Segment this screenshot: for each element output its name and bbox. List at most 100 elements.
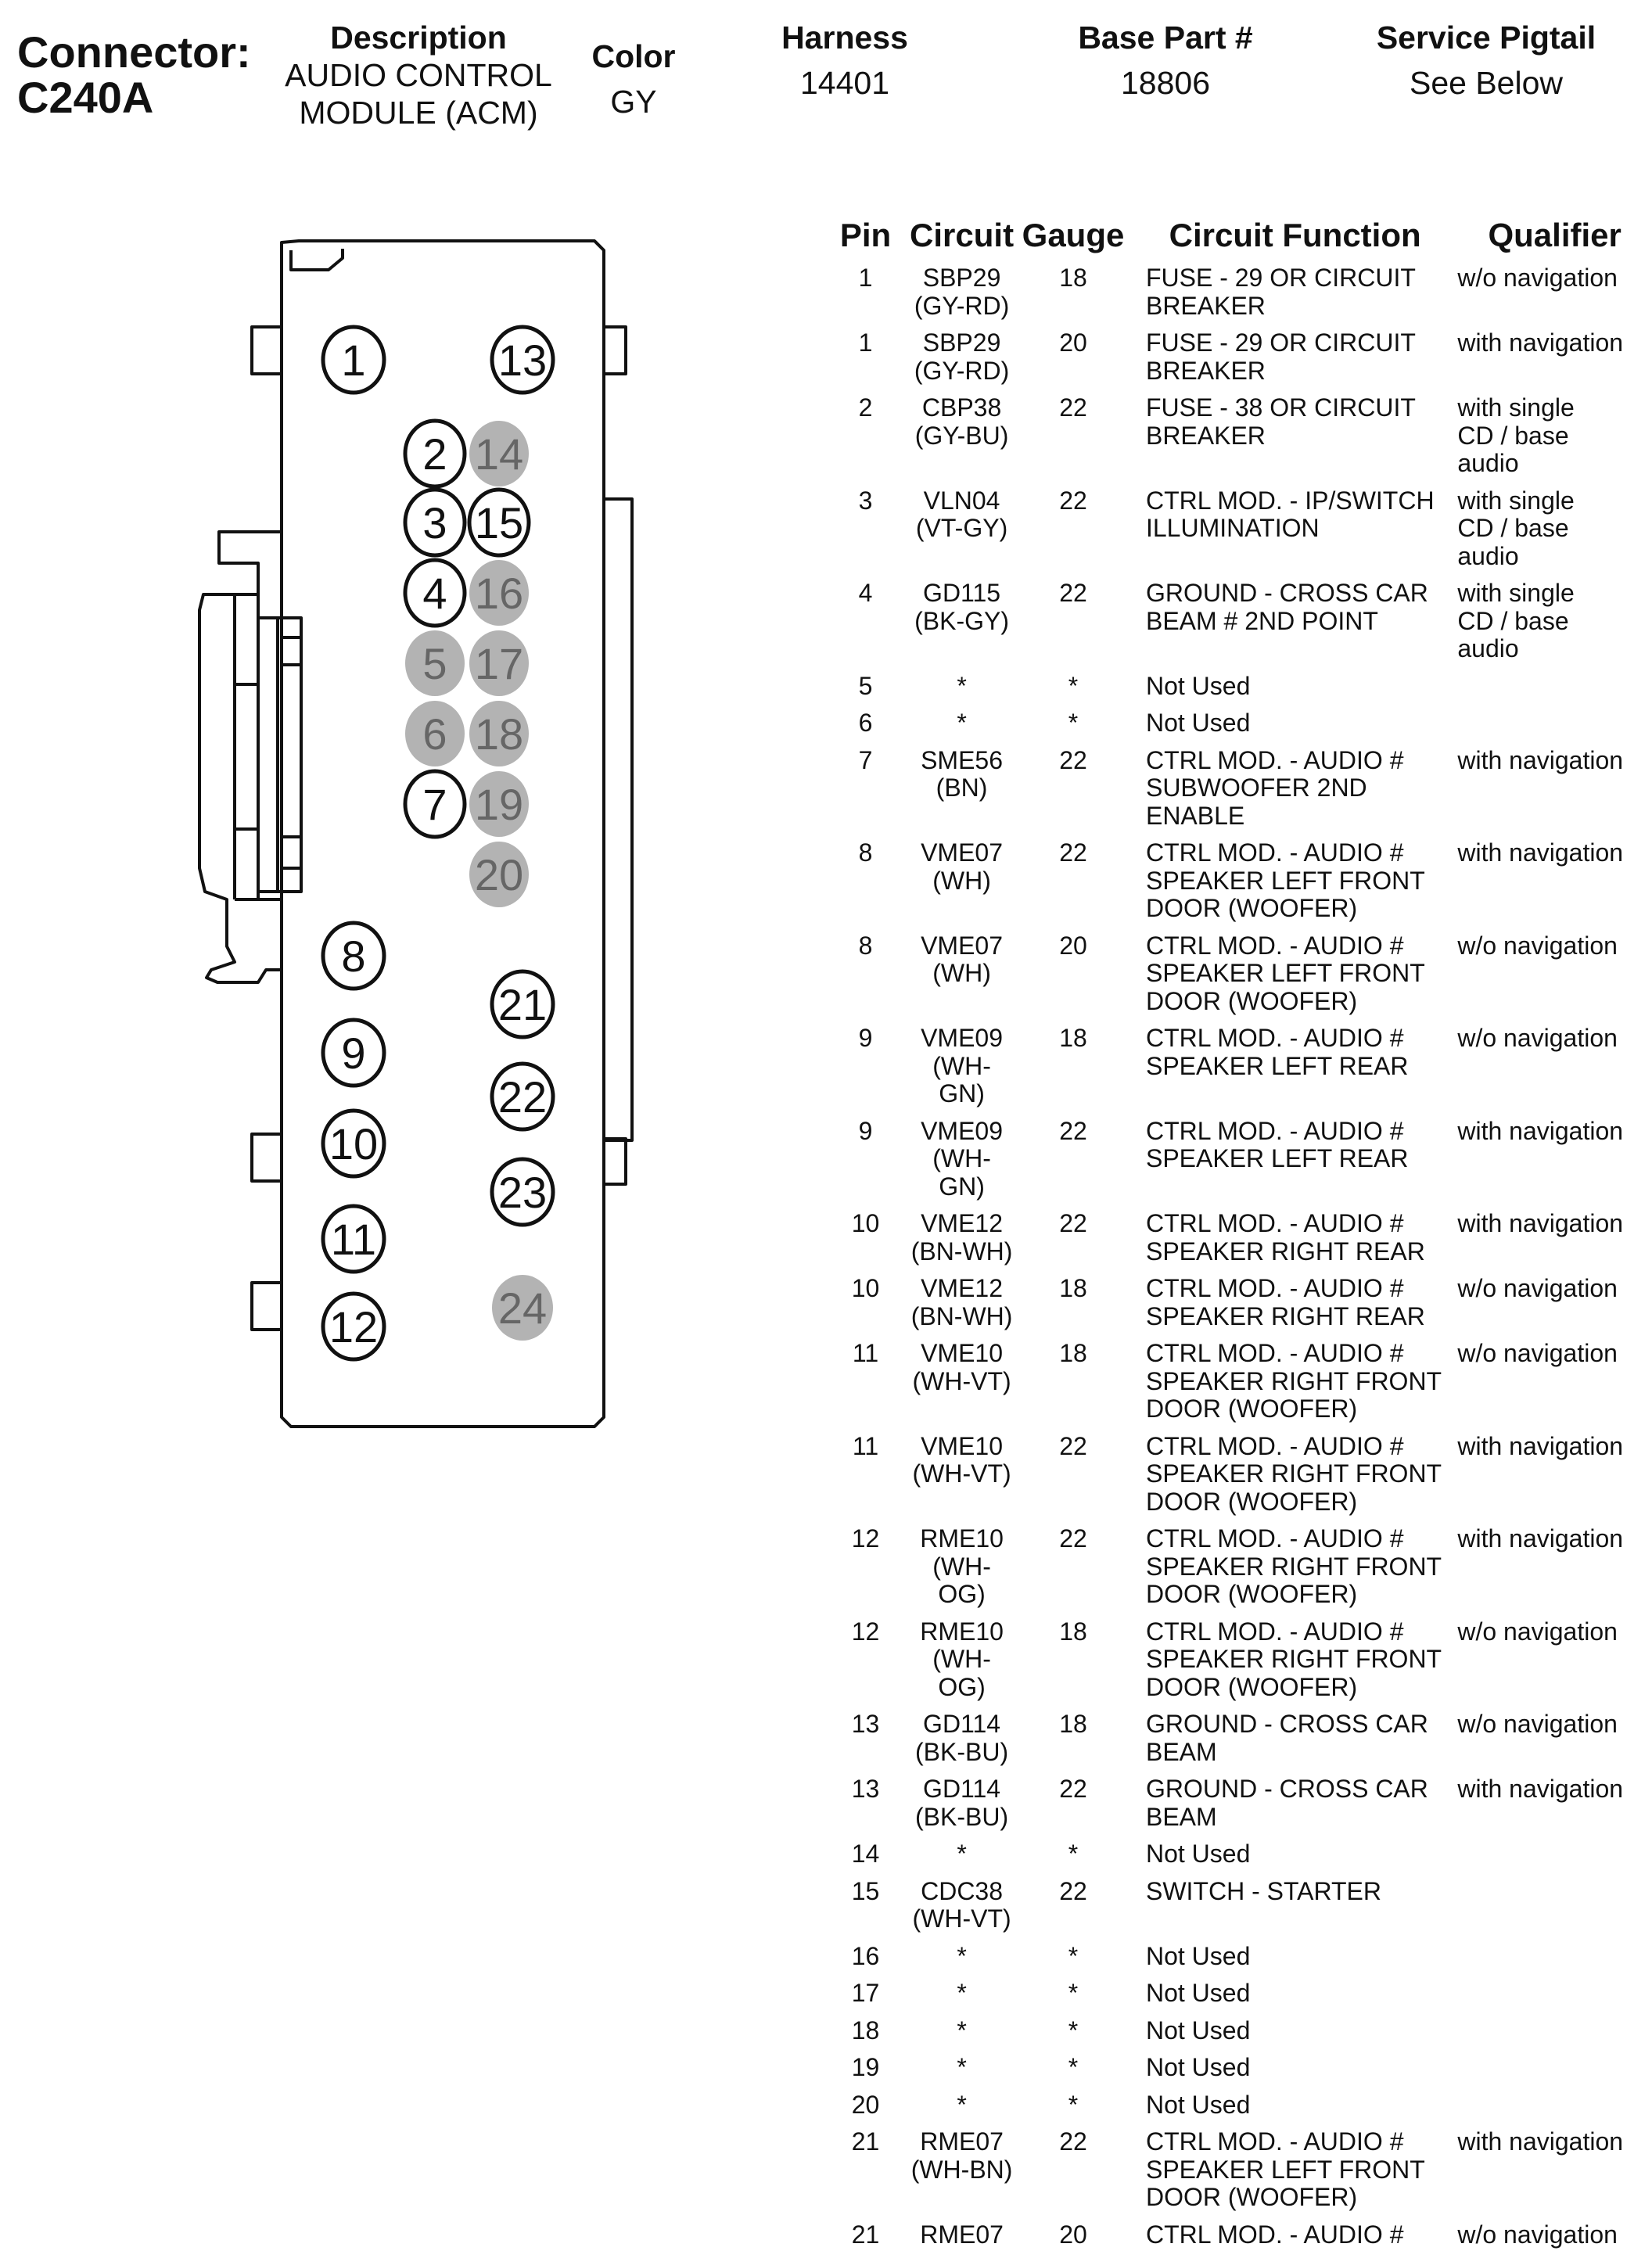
gauge-cell: 22: [1014, 839, 1133, 932]
circuit-cell: *: [910, 709, 1014, 747]
table-row: 18**Not Used: [821, 2017, 1652, 2055]
circuit-cell: VME12 (BN-WH): [910, 1275, 1014, 1340]
circuit-cell: RME07 (WH-BN): [910, 2128, 1014, 2221]
circuit-cell: VME07 (WH): [910, 839, 1014, 932]
function-cell: CTRL MOD. - AUDIO # SPEAKER LEFT FRONT D…: [1133, 839, 1457, 932]
description-label: Description: [266, 19, 571, 56]
connector-pin-11: 11: [323, 1206, 384, 1272]
function-cell: Not Used: [1133, 1943, 1457, 1980]
circuit-cell: SME56 (BN): [910, 747, 1014, 840]
pin-label: 12: [329, 1302, 378, 1352]
pin-cell: 14: [821, 1840, 910, 1878]
pin-label: 23: [498, 1168, 547, 1217]
qualifier-cell: [1457, 1878, 1652, 1943]
function-cell: FUSE - 38 OR CIRCUIT BREAKER: [1133, 394, 1457, 487]
function-cell: Not Used: [1133, 1980, 1457, 2017]
harness-value: 14401: [743, 64, 946, 102]
pin-label: 11: [331, 1215, 376, 1264]
circuit-cell: SBP29 (GY-RD): [910, 329, 1014, 394]
function-cell: GROUND - CROSS CAR BEAM: [1133, 1711, 1457, 1775]
pin-cell: 10: [821, 1210, 910, 1275]
table-row: 20**Not Used: [821, 2091, 1652, 2129]
pin-cell: 7: [821, 747, 910, 840]
column-header-gauge: Gauge: [1014, 216, 1133, 264]
circuit-cell: VME07 (WH): [910, 932, 1014, 1025]
pin-label: 1: [341, 336, 365, 385]
pin-cell: 4: [821, 580, 910, 673]
pin-cell: 18: [821, 2017, 910, 2055]
circuit-cell: VLN04 (VT-GY): [910, 487, 1014, 580]
circuit-cell: GD115 (BK-GY): [910, 580, 1014, 673]
table-row: 16**Not Used: [821, 1943, 1652, 1980]
function-cell: CTRL MOD. - AUDIO # SPEAKER RIGHT FRONT …: [1133, 1433, 1457, 1526]
service-pigtail-block: Service Pigtail See Below: [1345, 19, 1627, 102]
pin-label: 20: [475, 850, 523, 899]
circuit-cell: *: [910, 1980, 1014, 2017]
gauge-cell: 22: [1014, 747, 1133, 840]
pin-cell: 2: [821, 394, 910, 487]
qualifier-cell: [1457, 2017, 1652, 2055]
column-header-circuit-function: Circuit Function: [1133, 216, 1457, 264]
qualifier-cell: [1457, 2054, 1652, 2091]
circuit-cell: VME09 (WH-GN): [910, 1025, 1014, 1118]
circuit-cell: *: [910, 673, 1014, 710]
gauge-cell: 18: [1014, 1711, 1133, 1775]
qualifier-cell: [1457, 1840, 1652, 1878]
column-header-pin: Pin: [821, 216, 910, 264]
table-row: 5**Not Used: [821, 673, 1652, 710]
pin-label: 24: [498, 1283, 547, 1333]
connector-housing-outline: [199, 241, 632, 1427]
circuit-cell: VME10 (WH-VT): [910, 1340, 1014, 1433]
pin-label: 19: [475, 780, 523, 829]
pin-cell: 3: [821, 487, 910, 580]
circuit-cell: RME10 (WH-OG): [910, 1618, 1014, 1711]
connector-pin-16: 16: [469, 560, 529, 626]
base-part-block: Base Part # 18806: [1048, 19, 1283, 102]
function-cell: CTRL MOD. - AUDIO # SPEAKER RIGHT REAR: [1133, 1275, 1457, 1340]
pin-cell: 21: [821, 2128, 910, 2221]
function-cell: FUSE - 29 OR CIRCUIT BREAKER: [1133, 264, 1457, 329]
qualifier-cell: w/o navigation: [1457, 1618, 1652, 1711]
connector-pin-2: 2: [405, 421, 465, 486]
pin-cell: 5: [821, 673, 910, 710]
function-cell: SWITCH - STARTER: [1133, 1878, 1457, 1943]
qualifier-cell: w/o navigation: [1457, 932, 1652, 1025]
gauge-cell: 18: [1014, 1618, 1133, 1711]
gauge-cell: 22: [1014, 1525, 1133, 1618]
function-cell: CTRL MOD. - AUDIO # SPEAKER RIGHT FRONT …: [1133, 1525, 1457, 1618]
qualifier-cell: w/o navigation: [1457, 1340, 1652, 1433]
connector-pin-8: 8: [323, 923, 384, 989]
pin-cell: 12: [821, 1618, 910, 1711]
function-cell: CTRL MOD. - AUDIO # SPEAKER LEFT FRONT D…: [1133, 2128, 1457, 2221]
color-value: GY: [579, 83, 688, 120]
circuit-cell: RME10 (WH-OG): [910, 1525, 1014, 1618]
connector-pin-3: 3: [405, 490, 465, 555]
circuit-cell: *: [910, 1840, 1014, 1878]
table-row: 14**Not Used: [821, 1840, 1652, 1878]
qualifier-cell: w/o navigation: [1457, 2221, 1652, 2258]
table-row: 19**Not Used: [821, 2054, 1652, 2091]
base-part-label: Base Part #: [1048, 19, 1283, 56]
pin-label: 7: [422, 780, 447, 829]
qualifier-cell: [1457, 1980, 1652, 2017]
function-cell: GROUND - CROSS CAR BEAM: [1133, 1775, 1457, 1840]
pin-cell: 9: [821, 1118, 910, 1211]
pin-label: 2: [422, 429, 447, 479]
function-cell: Not Used: [1133, 1840, 1457, 1878]
pin-cell: 12: [821, 1525, 910, 1618]
gauge-cell: *: [1014, 1943, 1133, 1980]
service-pigtail-label: Service Pigtail: [1345, 19, 1627, 56]
circuit-cell: VME09 (WH-GN): [910, 1118, 1014, 1211]
pin-label: 21: [498, 980, 547, 1029]
connector-pin-22: 22: [492, 1064, 553, 1129]
